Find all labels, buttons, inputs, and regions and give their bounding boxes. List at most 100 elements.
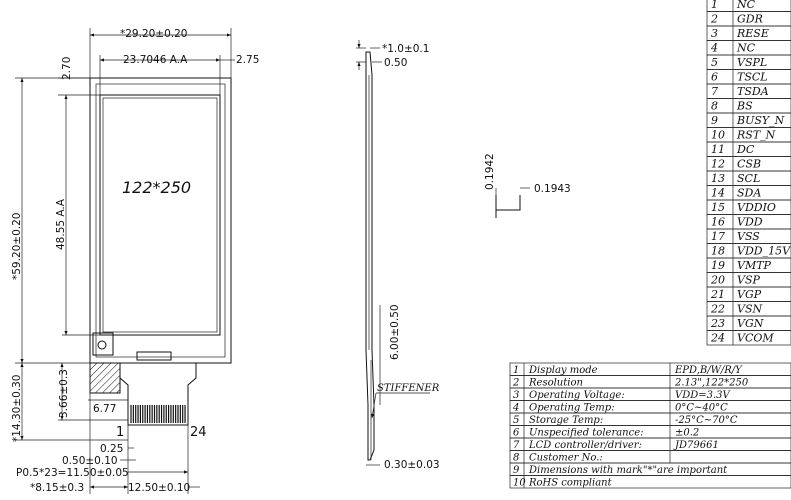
pin-name: VMTP [737,259,772,272]
side-panel [365,51,375,461]
spec-number: 7 [513,440,520,451]
pin-number: 13 [711,172,725,185]
spec-number: 5 [513,415,519,426]
detail-view: 0.1942 0.1943 [484,153,571,218]
pin-number: 23 [710,317,725,330]
pin-number: 21 [710,288,725,301]
pin-name: VDDIO [737,201,776,214]
spec-number: 3 [513,390,519,401]
pin-number: 7 [711,85,718,98]
dim-fpc-len-text: 6.00±0.50 [389,304,401,360]
dim-fpc-width-text: 12.50±0.10 [128,482,190,494]
spec-number: 6 [513,428,520,439]
spec-item: Display mode [528,365,598,376]
pin-name: VSP [737,274,760,287]
panel-outline [89,77,232,364]
pin-name: VSS [737,230,760,243]
spec-item: Customer No.: [529,453,603,464]
pin-name: DC [736,143,755,156]
pin-number: 8 [711,100,718,113]
pin-name: VCOM [737,332,774,345]
spec-number: 9 [513,465,520,476]
detail-shape [495,195,521,218]
chip-label [136,351,172,361]
dim-fpc-thick-text: 0.30±0.03 [384,459,440,471]
stiffener-label: STIFFENER [377,383,440,394]
spec-number: 4 [512,403,519,414]
spec-number: 1 [513,365,519,376]
pin-name: BUSY_N [736,114,785,127]
pin-number: 18 [711,245,725,258]
dim-fpc-offset-text: *8.15±0.3 [30,482,84,494]
active-area-inner [102,97,218,333]
pin-number: 2 [710,13,718,26]
spec-item: Resolution [528,378,583,389]
pin-number: 22 [710,303,725,316]
spec-item: LCD controller/driver: [528,440,642,451]
dim-pitch-text: P0.5*23=11.50±0.05 [16,467,129,479]
spec-number: 10 [513,478,526,489]
spec-item: Unspecified tolerance: [529,428,644,439]
spec-value: -25°C~70°C [675,415,738,426]
pin-name: VGN [737,317,764,330]
dim-height-text: *59.20±0.20 [11,213,23,281]
fpc-hatch [89,362,121,394]
pin-first-label: 1 [116,425,124,440]
detail-dim-b: 0.1943 [534,183,571,195]
pin-name: CSB [737,158,761,171]
pin-number: 12 [711,158,725,171]
pin-name: NC [736,42,756,55]
pin-name: BS [736,100,753,113]
pin-number: 19 [711,259,725,272]
side-view: *1.0±0.1 0.50 6.00±0.50 STIFFENER 0.30±0… [356,40,440,471]
pin-name: RST_N [736,129,776,142]
pin-number: 15 [711,201,725,214]
resolution-label: 122*250 [122,178,191,197]
dim-fpc-total-text: *14.30±0.30 [11,375,23,443]
pin-name: GDR [737,13,763,26]
pin-number: 9 [711,114,718,127]
spec-value: 0°C~40°C [675,403,728,414]
spec-value: JD79661 [673,440,719,451]
pin-name: NC [736,0,756,11]
dim-fpc-a-text: 3.66±0.3 [58,369,70,418]
dim-width-text: *29.20±0.20 [120,28,188,40]
fpc-outline [119,363,197,426]
dim-pin-width-text: 0.25 [100,443,123,455]
spec-table-row [509,475,791,489]
pin-number: 14 [711,187,725,200]
pin-number: 17 [711,230,725,243]
pin-name: TSDA [737,85,769,98]
spec-number: 8 [513,453,519,464]
panel-inner-outline [95,83,226,358]
pin-name: VGP [737,288,762,301]
pin-number: 5 [711,56,718,69]
active-area [99,94,221,336]
pin-name: TSCL [737,71,768,84]
corner-marker-hole [97,340,107,350]
spec-item: Operating Temp: [529,403,615,414]
pin-number: 10 [711,129,725,142]
pin-name: SDA [737,187,761,200]
spec-value: VDD=3.3V [675,390,732,401]
pin-number: 4 [710,42,718,55]
fpc-pins [130,405,186,423]
pin-name: RESE [736,27,769,40]
pin-number: 3 [711,27,718,40]
pin-number: 11 [711,143,725,156]
pin-name: VDD_15V [737,245,791,258]
dim-aa-height-text: 48.55 A.A [55,198,67,250]
dim-right-margin-text: 2.75 [236,54,259,66]
corner-marker [92,332,114,356]
spec-value: ±0.2 [675,428,699,439]
spec-item: Storage Temp: [529,415,603,426]
pin-name: SCL [737,172,760,185]
pin-number: 24 [710,332,725,345]
pin-number: 6 [711,71,718,84]
spec-value: 2.13",122*250 [674,378,749,389]
pin-number: 1 [711,0,718,11]
pin-last-label: 24 [190,425,207,440]
